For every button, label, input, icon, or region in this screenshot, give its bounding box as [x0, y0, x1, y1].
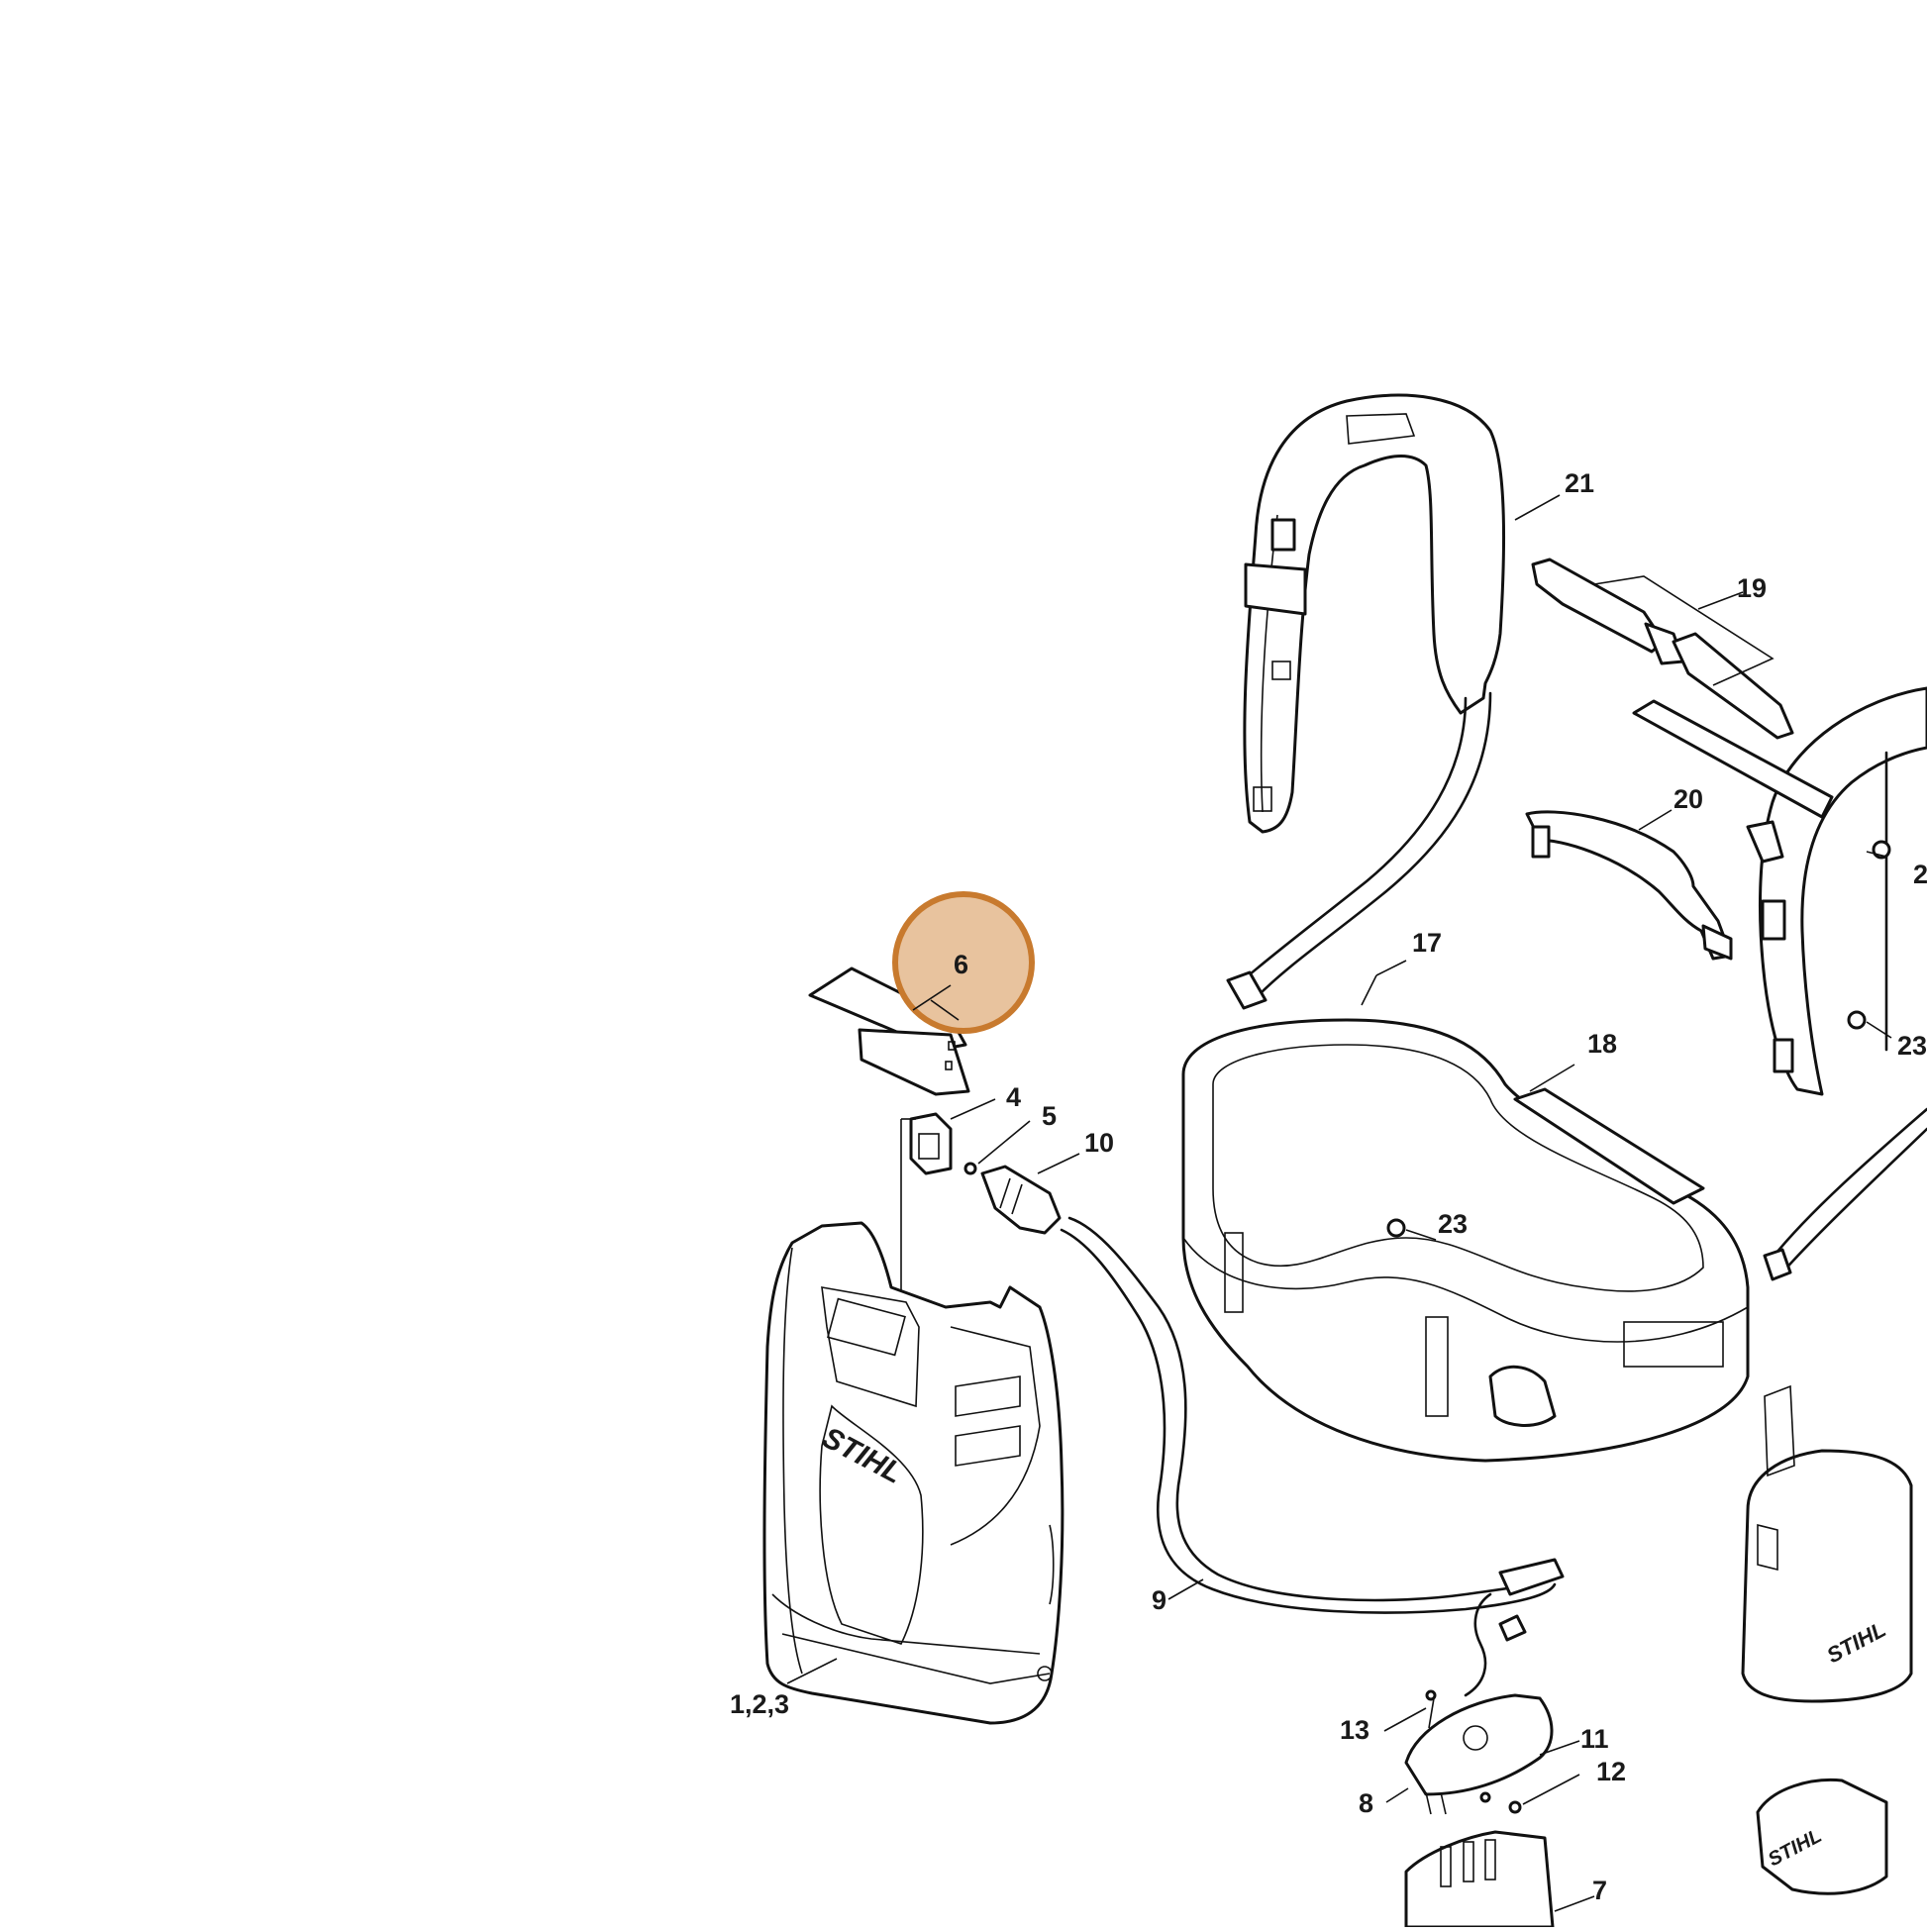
callout-2x[interactable]: 2: [1913, 860, 1927, 889]
backpack-frame: [1632, 686, 1927, 1281]
callout-21[interactable]: 21: [1565, 468, 1594, 498]
callout-5[interactable]: 5: [1042, 1101, 1057, 1131]
callout-6[interactable]: 6: [954, 950, 968, 979]
callout-23a[interactable]: 23: [1438, 1209, 1468, 1239]
callout-18[interactable]: 18: [1587, 1029, 1617, 1059]
shoulder-harness-part-21: [1226, 393, 1561, 1010]
callout-4[interactable]: 4: [1006, 1082, 1021, 1112]
callout-23b[interactable]: 23: [1897, 1031, 1927, 1061]
callout-9[interactable]: 9: [1152, 1585, 1166, 1615]
label-plate-part-6: [808, 966, 970, 1096]
bracket-part-20: [1525, 809, 1733, 961]
highlight-marker-6[interactable]: [892, 891, 1035, 1034]
callout-11[interactable]: 11: [1580, 1724, 1609, 1754]
battery-pouch: STIHL STIHL: [1741, 1384, 1913, 1895]
cable-part-9: [1060, 1216, 1565, 1697]
main-housing-part-1-2-3: STIHL: [762, 1221, 1065, 1725]
callout-10[interactable]: 10: [1084, 1128, 1114, 1158]
connector-parts-4-5-10: [900, 1098, 1080, 1297]
callout-13[interactable]: 13: [1340, 1715, 1369, 1745]
callout-17[interactable]: 17: [1412, 928, 1442, 958]
callout-12[interactable]: 12: [1596, 1757, 1626, 1786]
callout-20[interactable]: 20: [1673, 784, 1703, 814]
callout-7[interactable]: 7: [1592, 1876, 1607, 1905]
buckle-part-19: [1531, 558, 1794, 740]
battery-part-7: [1404, 1830, 1595, 1929]
callout-8[interactable]: 8: [1359, 1788, 1373, 1818]
hip-belt-part-17-18: [1181, 960, 1750, 1463]
callout-19[interactable]: 19: [1737, 573, 1767, 603]
plate-part-8: [1383, 1689, 1580, 1815]
callout-1-2-3[interactable]: 1,2,3: [730, 1689, 789, 1719]
